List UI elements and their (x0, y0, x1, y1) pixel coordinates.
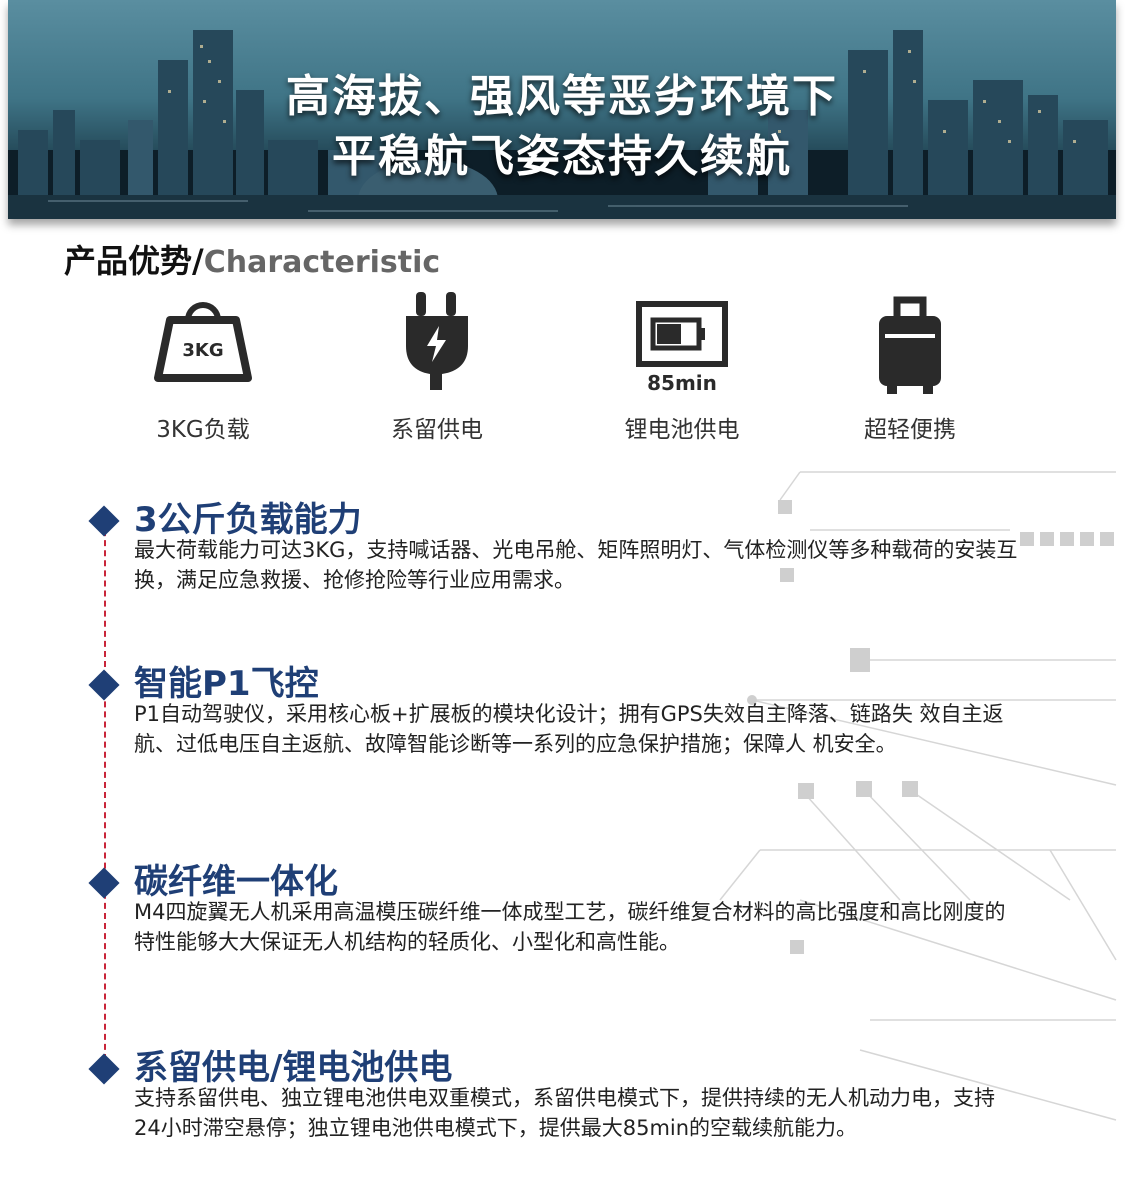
feature-portable: 超轻便携 (810, 290, 1010, 450)
banner-title-line1: 高海拔、强风等恶劣环境下 (286, 71, 838, 122)
feature-tether-power: 系留供电 (337, 290, 537, 450)
battery-icon-text: 85min (647, 371, 717, 395)
feature-lithium-battery: 85min 锂电池供电 (582, 290, 782, 450)
weight-icon: 3KG (148, 290, 258, 400)
feature-label: 系留供电 (391, 417, 483, 443)
diamond-bullet-icon (88, 867, 120, 899)
feature-label: 锂电池供电 (624, 417, 740, 443)
diamond-bullet-icon (88, 669, 120, 701)
luggage-icon (855, 290, 965, 400)
section-heading: 产品优势/Characteristic (64, 236, 440, 282)
advantage-text: 支持系留供电、独立锂电池供电双重模式，系留供电模式下，提供持续的无人机动力电，支… (134, 1086, 995, 1140)
advantage-text: M4四旋翼无人机采用高温模压碳纤维一体成型工艺，碳纤维复合材料的高比强度和高比刚… (134, 900, 1006, 954)
weight-icon-text: 3KG (182, 340, 223, 361)
advantage-text: P1自动驾驶仪，采用核心板+扩展板的模块化设计；拥有GPS失效自主降落、链路失 … (134, 702, 1004, 756)
city-skyline-image (8, 30, 1116, 219)
advantage-title: 智能P1飞控 (134, 664, 319, 704)
hero-banner: 高海拔、强风等恶劣环境下 平稳航飞姿态持久续航 (8, 0, 1116, 219)
plug-icon (382, 290, 492, 400)
timeline-line (104, 520, 106, 1060)
diamond-bullet-icon (88, 1053, 120, 1085)
battery-icon: 85min (627, 290, 737, 400)
advantage-title: 系留供电/锂电池供电 (134, 1048, 453, 1088)
advantage-title: 碳纤维一体化 (134, 862, 338, 902)
banner-title-line2: 平稳航飞姿态持久续航 (332, 131, 792, 182)
section-title-cn: 产品优势/ (64, 242, 204, 280)
feature-load: 3KG 3KG负载 (103, 290, 303, 450)
feature-label: 3KG负载 (156, 417, 250, 443)
advantage-title: 3公斤负载能力 (134, 500, 362, 540)
diamond-bullet-icon (88, 505, 120, 537)
advantage-text: 最大荷载能力可达3KG，支持喊话器、光电吊舱、矩阵照明灯、气体检测仪等多种载荷的… (134, 538, 1018, 592)
section-title-en: Characteristic (203, 245, 441, 280)
feature-label: 超轻便携 (864, 417, 956, 443)
